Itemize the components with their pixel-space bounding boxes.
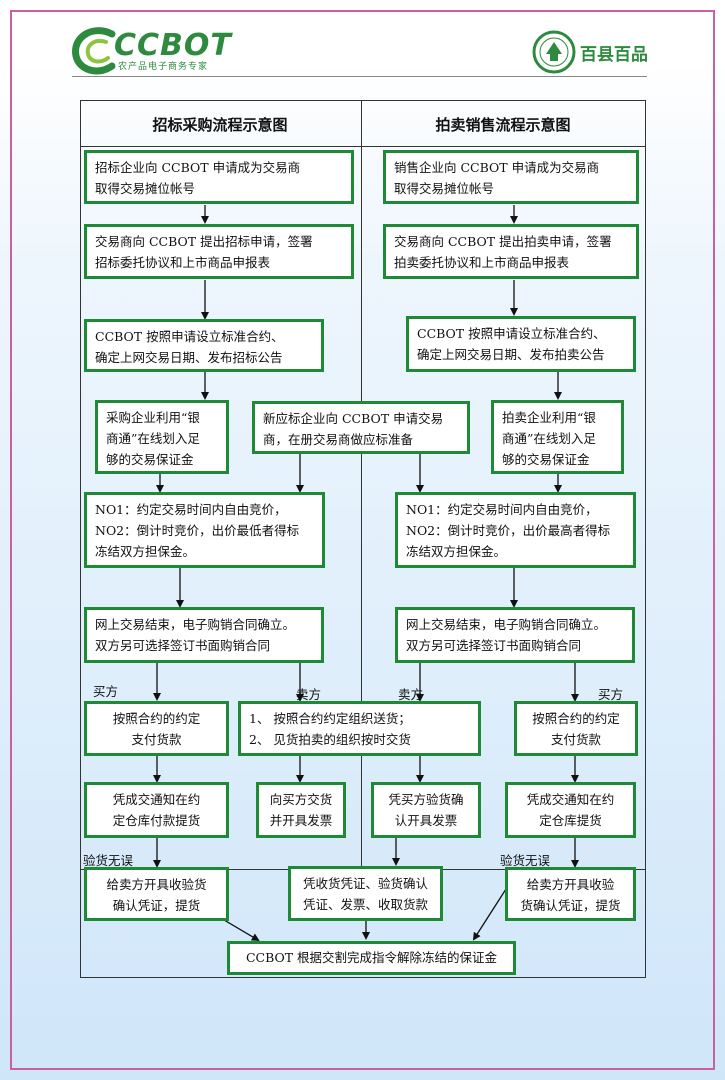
left-inspection-label: 验货无误 xyxy=(83,853,134,868)
left-step-pickup-goods: 凭成交通知在约 定仓库付款提货 xyxy=(84,782,229,838)
right-column-title: 拍卖销售流程示意图 xyxy=(435,116,571,134)
frame-top xyxy=(10,10,715,12)
header-divider xyxy=(72,76,647,77)
column-divider xyxy=(361,100,362,870)
right-inspection-label: 验货无误 xyxy=(500,853,551,868)
left-seller-deliver-invoice: 向买方交货 并开具发票 xyxy=(256,782,346,838)
right-step-publish-auction: CCBOT 按照申请设立标准合约、 确定上网交易日期、发布拍卖公告 xyxy=(406,316,636,372)
title-row-divider xyxy=(80,146,645,147)
left-step-register-trader: 招标企业向 CCBOT 申请成为交易商 取得交易摊位帐号 xyxy=(84,150,354,204)
right-step-contract-confirmed: 网上交易结束，电子购销合同确立。 双方另可选择签订书面购销合同 xyxy=(395,607,635,663)
right-seller-invoice: 凭买方验货确 认开具发票 xyxy=(371,782,481,838)
left-step-tender-application: 交易商向 CCBOT 提出招标申请，签署 招标委托协议和上市商品申报表 xyxy=(84,224,354,279)
left-step-deposit-margin: 采购企业利用“银 商通”在线划入足 够的交易保证金 xyxy=(95,400,229,474)
left-step-pay-goods: 按照合约的约定 支付货款 xyxy=(84,701,229,756)
right-buyer-label: 买方 xyxy=(598,687,624,702)
right-step-auction-application: 交易商向 CCBOT 提出拍卖申请，签署 拍卖委托协议和上市商品申报表 xyxy=(383,224,639,279)
center-collect-payment: 凭收货凭证、验货确认 凭证、发票、收取货款 xyxy=(288,866,443,921)
left-step-issue-receipt: 给卖方开具收验货 确认凭证，提货 xyxy=(84,867,229,921)
left-step-publish-tender: CCBOT 按照申请设立标准合约、 确定上网交易日期、发布招标公告 xyxy=(84,319,324,372)
right-seller-label: 卖方 xyxy=(398,687,424,702)
left-step-bidding-rules: NO1：约定交易时间内自由竞价， NO2：倒计时竞价，出价最低者得标 冻结双方担… xyxy=(84,492,325,568)
frame-left xyxy=(10,10,12,1070)
left-seller-label: 卖方 xyxy=(296,687,322,702)
center-delivery-organization: 1、 按照合约约定组织送货； 2、 见货拍卖的组织按时交货 xyxy=(238,701,481,756)
partner-name: 百县百品 xyxy=(580,45,648,65)
frame-right xyxy=(713,10,715,1070)
right-step-issue-receipt: 给卖方开具收验 货确认凭证，提货 xyxy=(505,867,636,921)
diagram-frame xyxy=(80,100,646,978)
right-step-register-trader: 销售企业向 CCBOT 申请成为交易商 取得交易摊位帐号 xyxy=(383,150,639,204)
right-step-deposit-margin: 拍卖企业利用“银 商通”在线划入足 够的交易保证金 xyxy=(491,400,624,474)
right-step-pay-goods: 按照合约的约定 支付货款 xyxy=(514,701,638,756)
left-buyer-label: 买方 xyxy=(93,684,119,699)
brand-tagline: 农产品电子商务专家 xyxy=(118,62,209,72)
right-step-pickup-goods: 凭成交通知在约 定仓库提货 xyxy=(505,782,636,838)
brand-name: CCBOT xyxy=(114,28,232,63)
right-step-bidding-rules: NO1：约定交易时间内自由竞价， NO2：倒计时竞价，出价最高者得标 冻结双方担… xyxy=(395,492,636,568)
left-step-contract-confirmed: 网上交易结束，电子购销合同确立。 双方另可选择签订书面购销合同 xyxy=(84,607,324,663)
center-release-margin: CCBOT 根据交割完成指令解除冻结的保证金 xyxy=(227,941,516,975)
baixian-seal-icon xyxy=(532,30,576,74)
frame-bottom xyxy=(10,1068,715,1070)
center-new-bidder-registration: 新应标企业向 CCBOT 申请交易 商，在册交易商做应标准备 xyxy=(252,401,470,454)
ccbot-logo-icon xyxy=(72,27,116,75)
left-column-title: 招标采购流程示意图 xyxy=(152,116,288,134)
